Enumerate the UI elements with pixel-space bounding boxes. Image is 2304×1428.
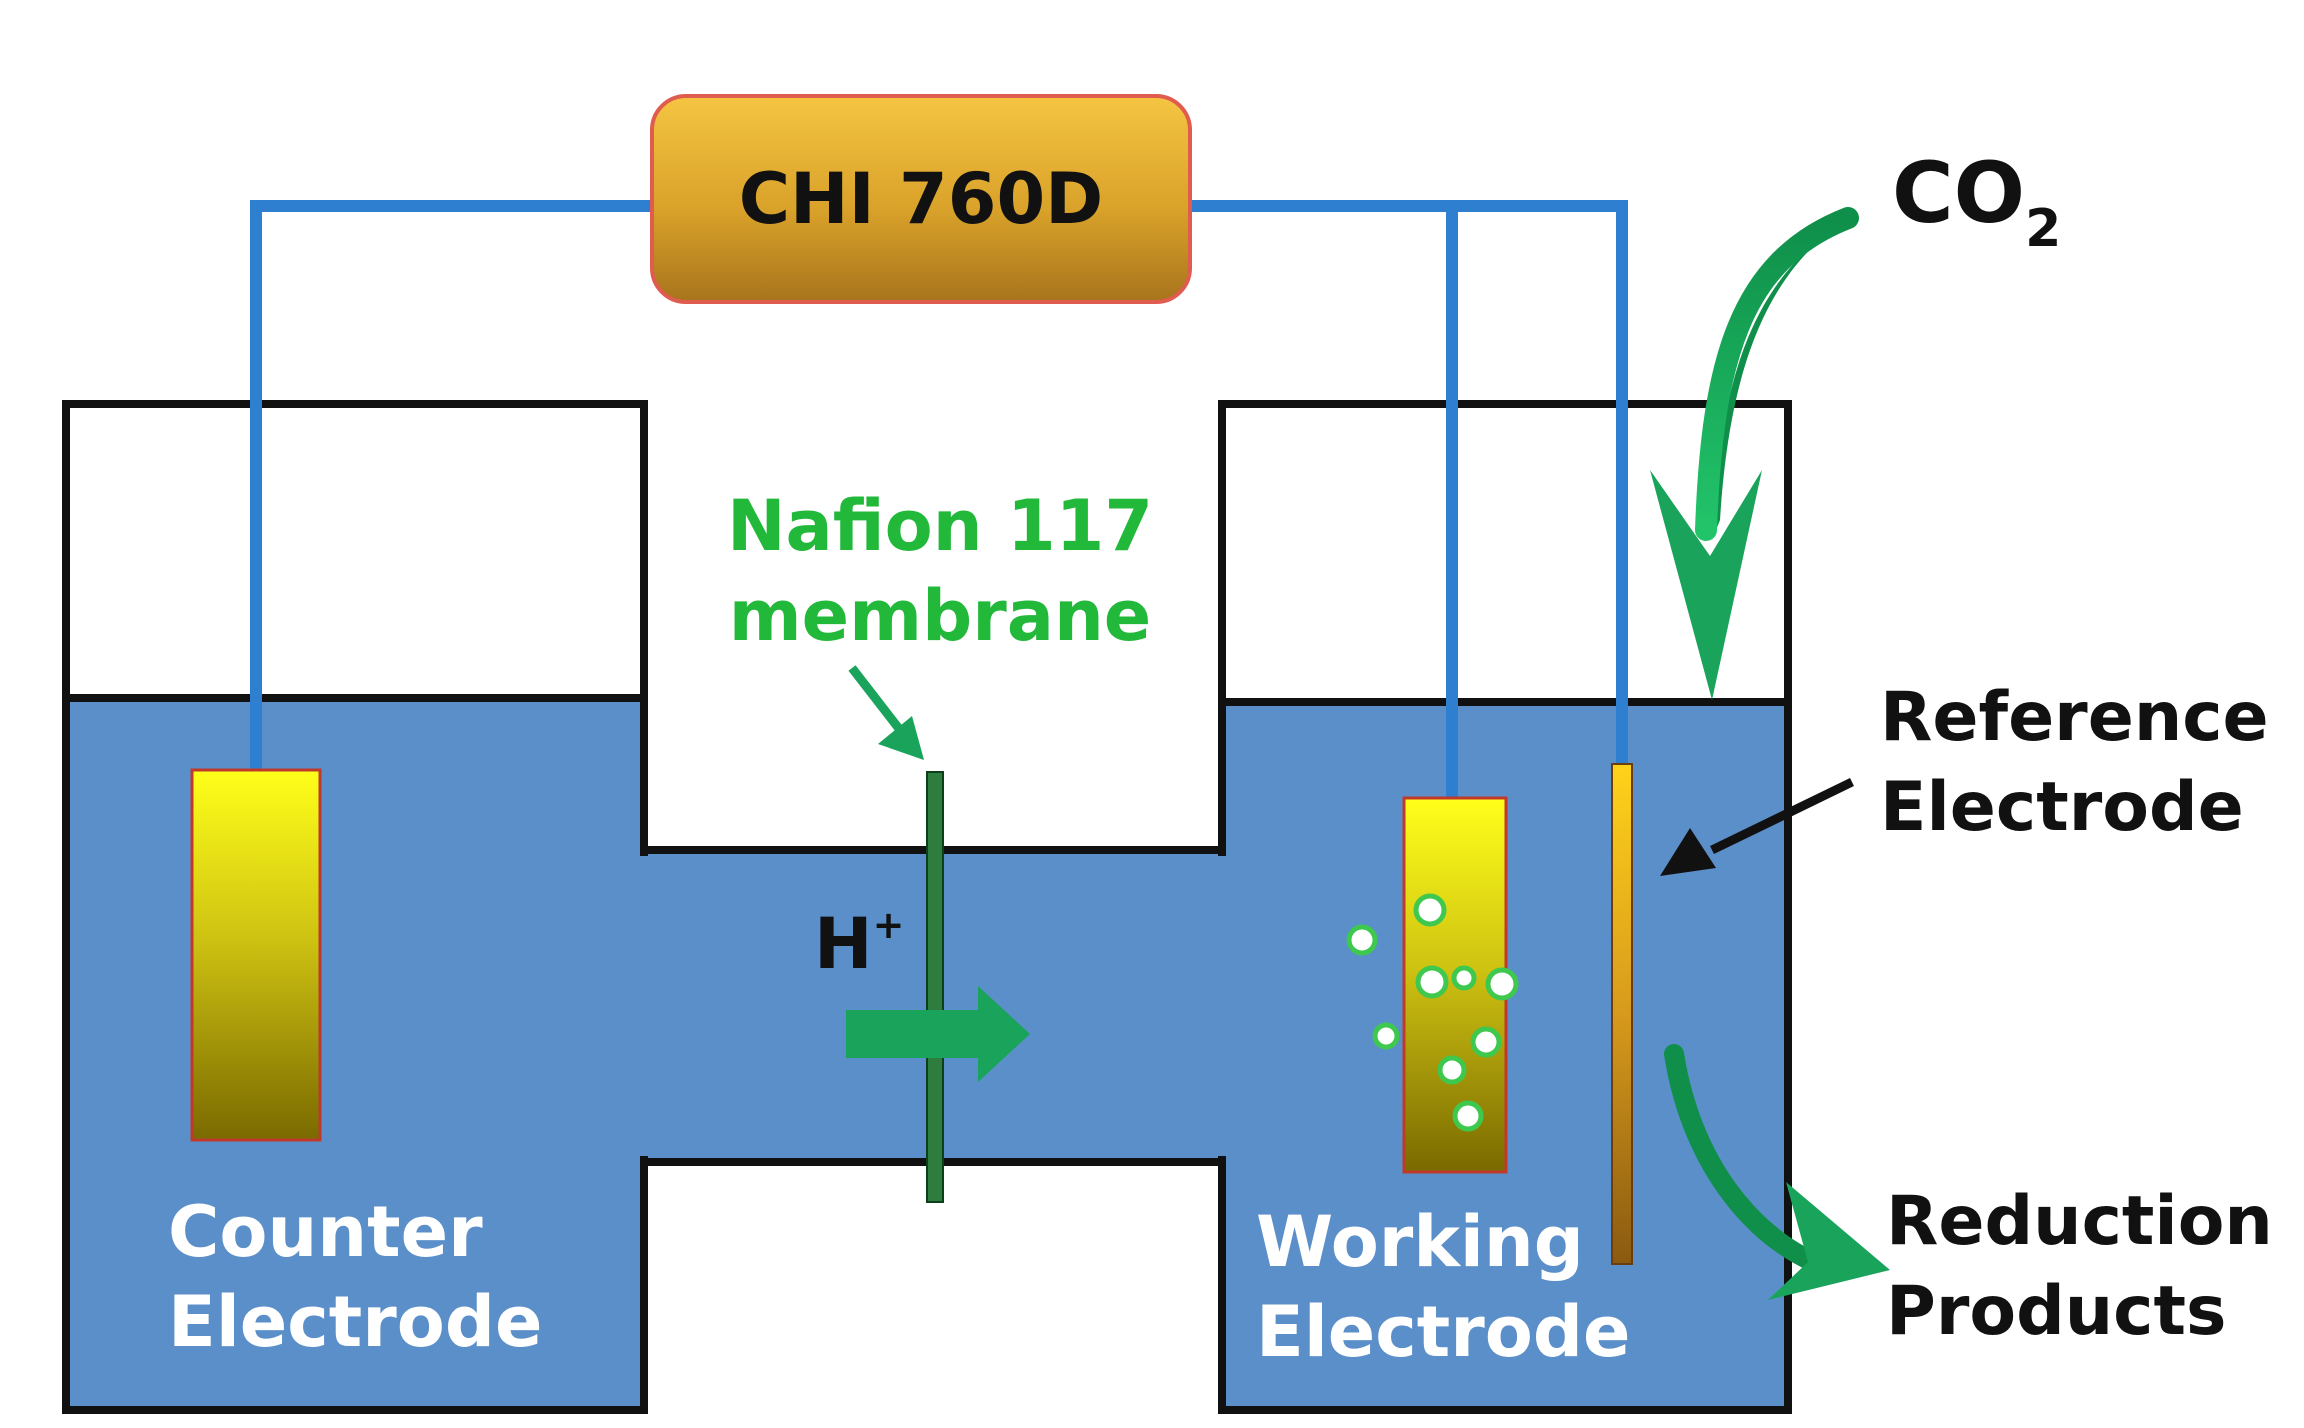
counter-electrode-label-line1: Counter [168,1191,483,1273]
bubble [1346,924,1378,956]
nafion-membrane [926,771,944,1203]
reference-electrode [1611,763,1633,1265]
membrane-pointer-arrow [848,665,924,760]
co2-inflow-arrow [1650,207,1859,700]
counter-electrode-label-line2: Electrode [168,1281,542,1363]
circuit-wires [250,200,1628,798]
bubble [1437,1055,1467,1085]
gas-bubbles [1346,893,1519,1132]
membrane-label-line2: membrane [729,575,1152,657]
reference-electrode-label-line2: Electrode [1880,768,2244,847]
bubble [1451,965,1477,991]
bubble [1485,967,1519,1001]
membrane-label-line1: Nafion 117 [727,485,1153,567]
bubble [1470,1026,1502,1058]
working-electrode-label-line1: Working [1256,1201,1584,1283]
left-electrolyte [62,694,648,1414]
potentiostat-label: CHI 760D [739,158,1104,240]
reference-pointer-arrow [1660,777,1854,876]
bubble [1413,893,1447,927]
bubble [1415,965,1449,999]
bubble [1452,1100,1484,1132]
reduction-products-label-line2: Products [1886,1272,2226,1351]
reduction-products-arrow [1664,1044,1890,1300]
co2-label: CO2 [1892,144,2061,259]
reduction-products-label-line1: Reduction [1886,1182,2273,1261]
bubble [1372,1022,1400,1050]
potentiostat-box [650,94,1192,304]
proton-flow-arrow [846,986,1030,1082]
proton-label: H+ [814,903,904,985]
counter-electrode [190,768,322,1142]
working-electrode-label-line2: Electrode [1256,1291,1630,1373]
reference-electrode-label-line1: Reference [1880,678,2269,757]
left-beaker-top [62,400,648,702]
